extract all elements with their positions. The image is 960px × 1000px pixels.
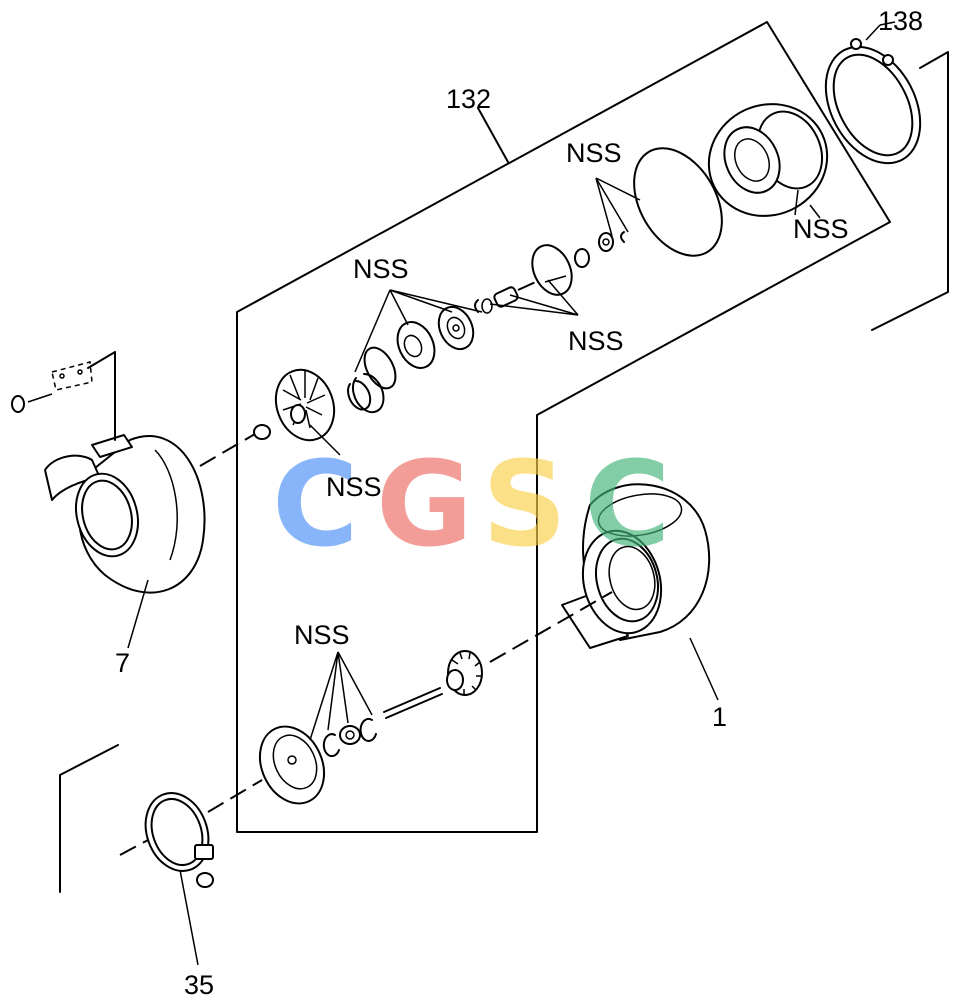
watermark-letter-1: C [272,435,359,573]
leader-lines [127,21,896,966]
oil-seal-ring [396,321,436,369]
label-nss-3: NSS [353,254,409,284]
label-nss-6: NSS [294,620,350,650]
reference-bracket-left [59,744,119,893]
label-nss-1: NSS [566,138,622,168]
watermark-letter-3: S [482,435,567,573]
cgsc-watermark: C G S C [272,435,671,573]
compressor-wheel [253,368,336,442]
heat-shield [258,725,326,805]
label-132: 132 [446,84,491,114]
thrust-collar [531,244,590,296]
snap-ring-138 [824,24,922,165]
label-1: 1 [712,702,727,732]
label-nss-4: NSS [568,326,624,356]
spacer-sleeve [474,286,519,314]
label-nss-2: NSS [793,214,849,244]
assembly-centerlines [119,279,613,856]
housing-bracket [11,351,116,441]
watermark-letter-4: C [584,435,671,573]
compressor-backplate [707,103,829,219]
group-132-outline [236,21,891,833]
turbine-wheel-shaft [383,650,483,719]
compressor-housing-7 [44,434,206,594]
label-35: 35 [184,970,214,1000]
label-nss-5: NSS [326,472,382,502]
v-band-clamp-35 [144,792,214,888]
o-ring-large [633,147,723,257]
small-nut-and-clip [598,231,625,252]
label-7: 7 [115,648,130,678]
watermark-letter-2: G [376,435,473,573]
label-138: 138 [878,6,923,36]
reference-bracket-right [871,51,949,331]
turbine-housing-1 [561,483,711,649]
bearing [437,305,475,351]
retaining-clip [347,372,385,414]
lower-nut-and-clips [322,717,377,758]
